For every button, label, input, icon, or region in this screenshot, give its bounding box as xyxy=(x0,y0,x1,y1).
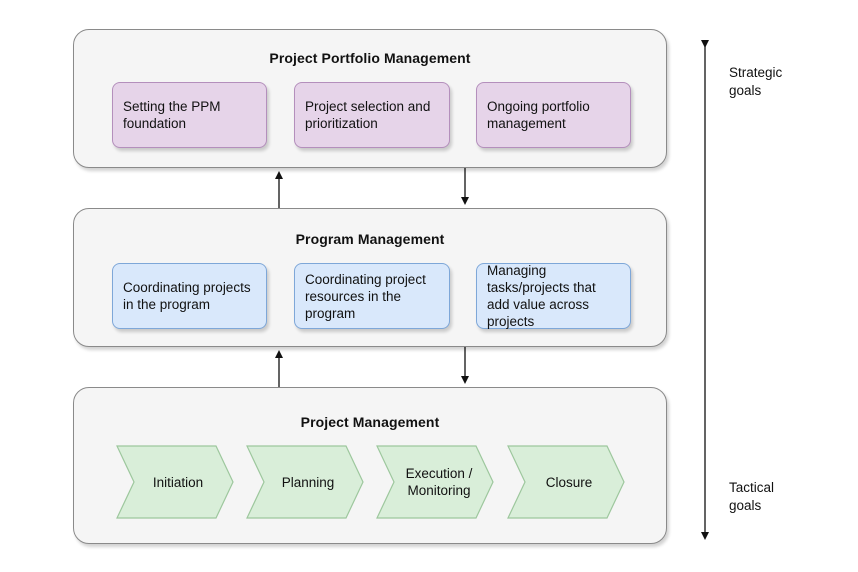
portfolio-item-ppm-foundation: Setting the PPM foundation xyxy=(112,82,267,148)
portfolio-item-selection: Project selection and prioritization xyxy=(294,82,450,148)
portfolio-management-title: Project Portfolio Management xyxy=(269,50,471,66)
program-item-coordinating-resources: Coordinating project resources in the pr… xyxy=(294,263,450,329)
phase-initiation: Initiation xyxy=(116,445,234,519)
phase-execution-monitoring: Execution / Monitoring xyxy=(376,445,494,519)
program-item-coordinating-projects: Coordinating projects in the program xyxy=(112,263,267,329)
phase-closure: Closure xyxy=(507,445,625,519)
tactical-goals-label: Tactical goals xyxy=(729,480,775,513)
program-management-layer: Program Management Coordinating projects… xyxy=(73,208,667,347)
phase-planning: Planning xyxy=(246,445,364,519)
program-management-title: Program Management xyxy=(295,231,445,247)
project-management-layer: Project Management Initiation Planning E… xyxy=(73,387,667,544)
program-item-managing-tasks: Managing tasks/projects that add value a… xyxy=(476,263,631,329)
portfolio-item-ongoing: Ongoing portfolio management xyxy=(476,82,631,148)
phase-closure-label: Closure xyxy=(545,474,593,490)
phase-execution-monitoring-label: Execution / Monitoring xyxy=(405,466,473,498)
phase-planning-label: Planning xyxy=(281,474,335,490)
strategic-goals-label: Strategic goals xyxy=(729,65,783,98)
phase-initiation-label: Initiation xyxy=(152,474,204,490)
project-management-title: Project Management xyxy=(300,414,440,430)
portfolio-management-layer: Project Portfolio Management Setting the… xyxy=(73,29,667,168)
